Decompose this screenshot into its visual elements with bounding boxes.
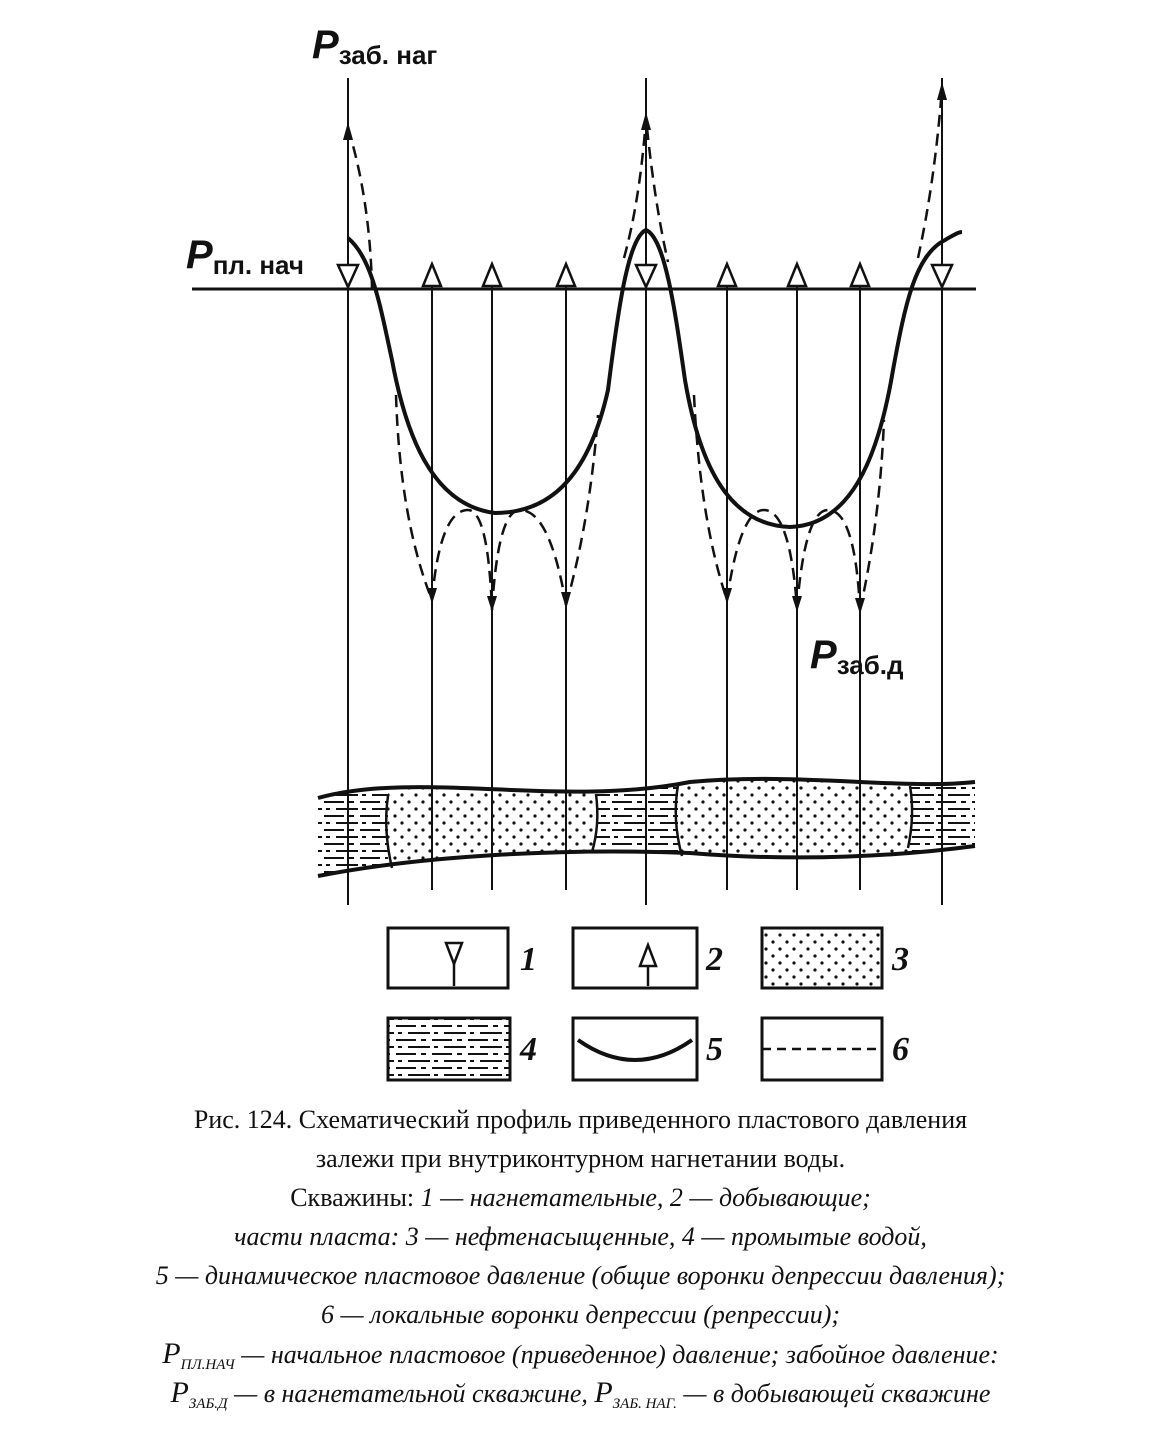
legend-item-4: 4 [386,1016,537,1082]
production-well-icon [849,260,871,288]
legend-item-1: 1 [386,926,537,990]
pressure-profile-diagram: Pзаб. наг Pпл. нач Pзаб.д 1 2 3 [186,23,976,1082]
caption-line-4: части пласта: 3 — нефтенасыщенные, 4 — п… [234,1222,927,1251]
label-p-zab-nag: Pзаб. наг [312,23,437,70]
production-well-icon [716,260,738,288]
caption-wells-text: 1 — нагнетательные, 2 — добывающие; [420,1183,871,1212]
legend: 1 2 3 4 5 6 [386,926,909,1082]
caption-line-1: Рис. 124. Схематический профиль приведен… [193,1105,968,1134]
flushed-zone [910,778,975,876]
legend-number: 6 [892,1031,909,1068]
label-p-pl-nach: Pпл. нач [186,233,304,280]
caption-line-5: 5 — динамическое пластовое давление (общ… [155,1261,1006,1290]
injection-well-icon [930,263,954,291]
legend-number: 1 [520,941,537,978]
production-well-icon [786,260,808,288]
production-well-icon [481,260,503,288]
legend-number: 4 [519,1031,537,1068]
legend-number: 2 [705,941,723,978]
caption-line-3: Скважины: 1 — нагнетательные, 2 — добыва… [0,1178,1161,1217]
production-well-icon [555,260,577,288]
legend-item-3: 3 [760,926,909,990]
pressure-arrowheads [343,82,947,614]
flushed-zone [596,778,678,876]
caption-line-7: PПЛ.НАЧ — начальное пластовое (приведенн… [162,1337,999,1374]
reservoir-layer [317,776,976,878]
production-well-icon [638,941,658,986]
caption-wells-prefix: Скважины: [290,1183,421,1212]
label-p-zab-d: Pзаб.д [810,633,904,680]
dynamic-pressure-curve [346,227,963,530]
legend-item-6: 6 [760,1016,909,1082]
caption-line-6: 6 — локальные воронки депрессии (репресс… [320,1300,841,1329]
legend-number: 5 [706,1031,723,1068]
figure-caption: Рис. 124. Схематический профиль приведен… [0,1100,1161,1412]
production-well-symbols [421,260,871,288]
caption-line-2: залежи при внутриконтурном нагнетании во… [315,1144,846,1173]
injection-well-icon [444,941,464,986]
production-well-icon [421,260,443,288]
well-lines [347,78,943,905]
legend-item-5: 5 [571,1016,723,1082]
injection-well-icon [634,263,658,291]
legend-item-2: 2 [571,926,723,990]
injection-well-icon [336,263,360,291]
injection-well-symbols [336,263,954,291]
caption-line-8: PЗАБ.Д — в нагнетательной скважине, PЗАБ… [170,1376,991,1413]
legend-number: 3 [891,941,909,978]
